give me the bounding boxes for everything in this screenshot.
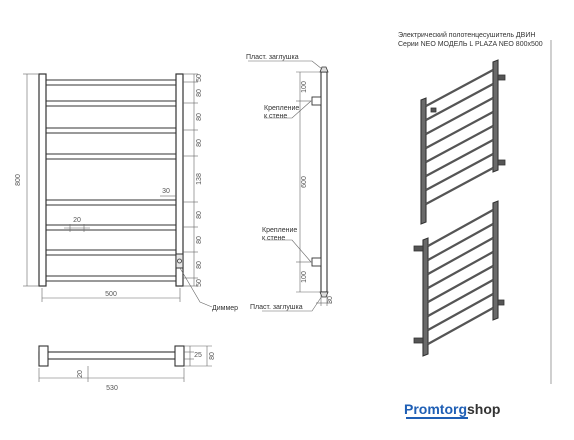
rung xyxy=(45,249,177,256)
isometric-upper-towel-warmer xyxy=(420,59,506,225)
title-line-2: Серии NEO МОДЕЛЬ L PLAZA NEO 800х500 xyxy=(398,41,543,48)
iso-lower-mount-bottom xyxy=(413,337,424,344)
bottom-width-label: 530 xyxy=(106,385,118,392)
side-mid-label: 600 xyxy=(301,176,308,188)
mount-top-label-2: к стене xyxy=(264,113,287,120)
bottom-height-label: 80 xyxy=(209,352,216,360)
bottom-left-post xyxy=(38,345,49,367)
bottom-plug xyxy=(319,291,329,298)
mount-bottom-label-2: к стене xyxy=(262,235,285,242)
gap-label: 80 xyxy=(196,89,203,97)
side-depth-label: 30 xyxy=(327,296,334,304)
bottom-small-label: 20 xyxy=(77,370,84,378)
iso-upper-right-post xyxy=(492,59,499,173)
brand-name-part1: Promtorg xyxy=(404,401,467,417)
front-dimensions xyxy=(23,73,213,308)
side-bottom-label: 100 xyxy=(301,271,308,283)
svg-text:Promtorgshop: Promtorgshop xyxy=(404,401,500,417)
iso-lower-rungs xyxy=(427,209,494,345)
gap-label: 80 xyxy=(196,236,203,244)
gap-label: 80 xyxy=(196,139,203,147)
front-view xyxy=(38,73,184,287)
right-post xyxy=(175,73,184,287)
rung xyxy=(45,199,177,206)
rung xyxy=(45,100,177,107)
rung-depth-label: 30 xyxy=(162,188,170,195)
rungs xyxy=(45,79,177,282)
gap-label: 138 xyxy=(196,173,203,185)
left-post xyxy=(38,73,47,287)
title-line-1: Электрический полотенцесушитель ДВИН xyxy=(398,31,535,39)
plug-bottom-label: Пласт. заглушка xyxy=(250,304,303,311)
rung xyxy=(45,79,177,86)
iso-lower-left-post xyxy=(422,237,429,357)
bottom-bar xyxy=(38,351,184,360)
dimmer-block xyxy=(175,253,184,269)
gap-label: 50 xyxy=(196,279,203,287)
front-dimension-texts: 800 500 50 80 80 80 138 80 80 80 50 30 2… xyxy=(15,74,238,312)
bottom-view xyxy=(38,345,185,367)
rung-width-label: 20 xyxy=(73,217,81,224)
rung xyxy=(45,153,177,160)
gap-label: 80 xyxy=(196,113,203,121)
height-total-label: 800 xyxy=(15,174,22,186)
bottom-right-post xyxy=(174,345,185,367)
side-dimensions xyxy=(248,60,332,312)
rung xyxy=(45,224,177,231)
bottom-dimensions xyxy=(38,345,212,382)
gap-label: 80 xyxy=(196,211,203,219)
mount-bottom-label-1: Крепление xyxy=(262,227,297,234)
side-view xyxy=(311,66,329,298)
rung xyxy=(45,275,177,282)
isometric-lower-towel-warmer xyxy=(413,200,505,357)
bottom-depth-label: 25 xyxy=(194,352,202,359)
bottom-dimension-texts: 530 25 80 20 xyxy=(77,352,216,392)
brand-name-part2: shop xyxy=(467,401,500,417)
iso-lower-mount-right xyxy=(497,299,505,306)
dimmer-knob-icon xyxy=(177,258,182,264)
bottom-mount xyxy=(311,257,322,267)
width-total-label: 500 xyxy=(105,291,117,298)
brand-logo: Promtorgshop xyxy=(404,401,500,419)
side-dimension-texts: 100 600 100 30 Пласт. заглушка Крепление… xyxy=(246,54,334,311)
iso-lower-mount-top xyxy=(413,245,424,252)
top-plug xyxy=(319,66,329,73)
gap-label: 50 xyxy=(196,74,203,82)
plug-top-label: Пласт. заглушка xyxy=(246,54,299,61)
side-post xyxy=(320,71,328,293)
dimmer-label: Диммер xyxy=(212,305,238,312)
title-block: Электрический полотенцесушитель ДВИН Сер… xyxy=(398,31,543,48)
gap-label: 80 xyxy=(196,261,203,269)
mount-top-label-1: Крепление xyxy=(264,105,299,112)
iso-upper-mount-left xyxy=(430,107,437,113)
rung xyxy=(45,127,177,134)
top-mount xyxy=(311,96,322,106)
iso-upper-left-post xyxy=(420,97,427,225)
iso-lower-right-post xyxy=(492,200,499,321)
side-top-label: 100 xyxy=(301,81,308,93)
iso-upper-rungs xyxy=(425,69,494,205)
iso-upper-mount-bottom xyxy=(497,159,506,166)
iso-upper-mount-top xyxy=(497,74,506,81)
